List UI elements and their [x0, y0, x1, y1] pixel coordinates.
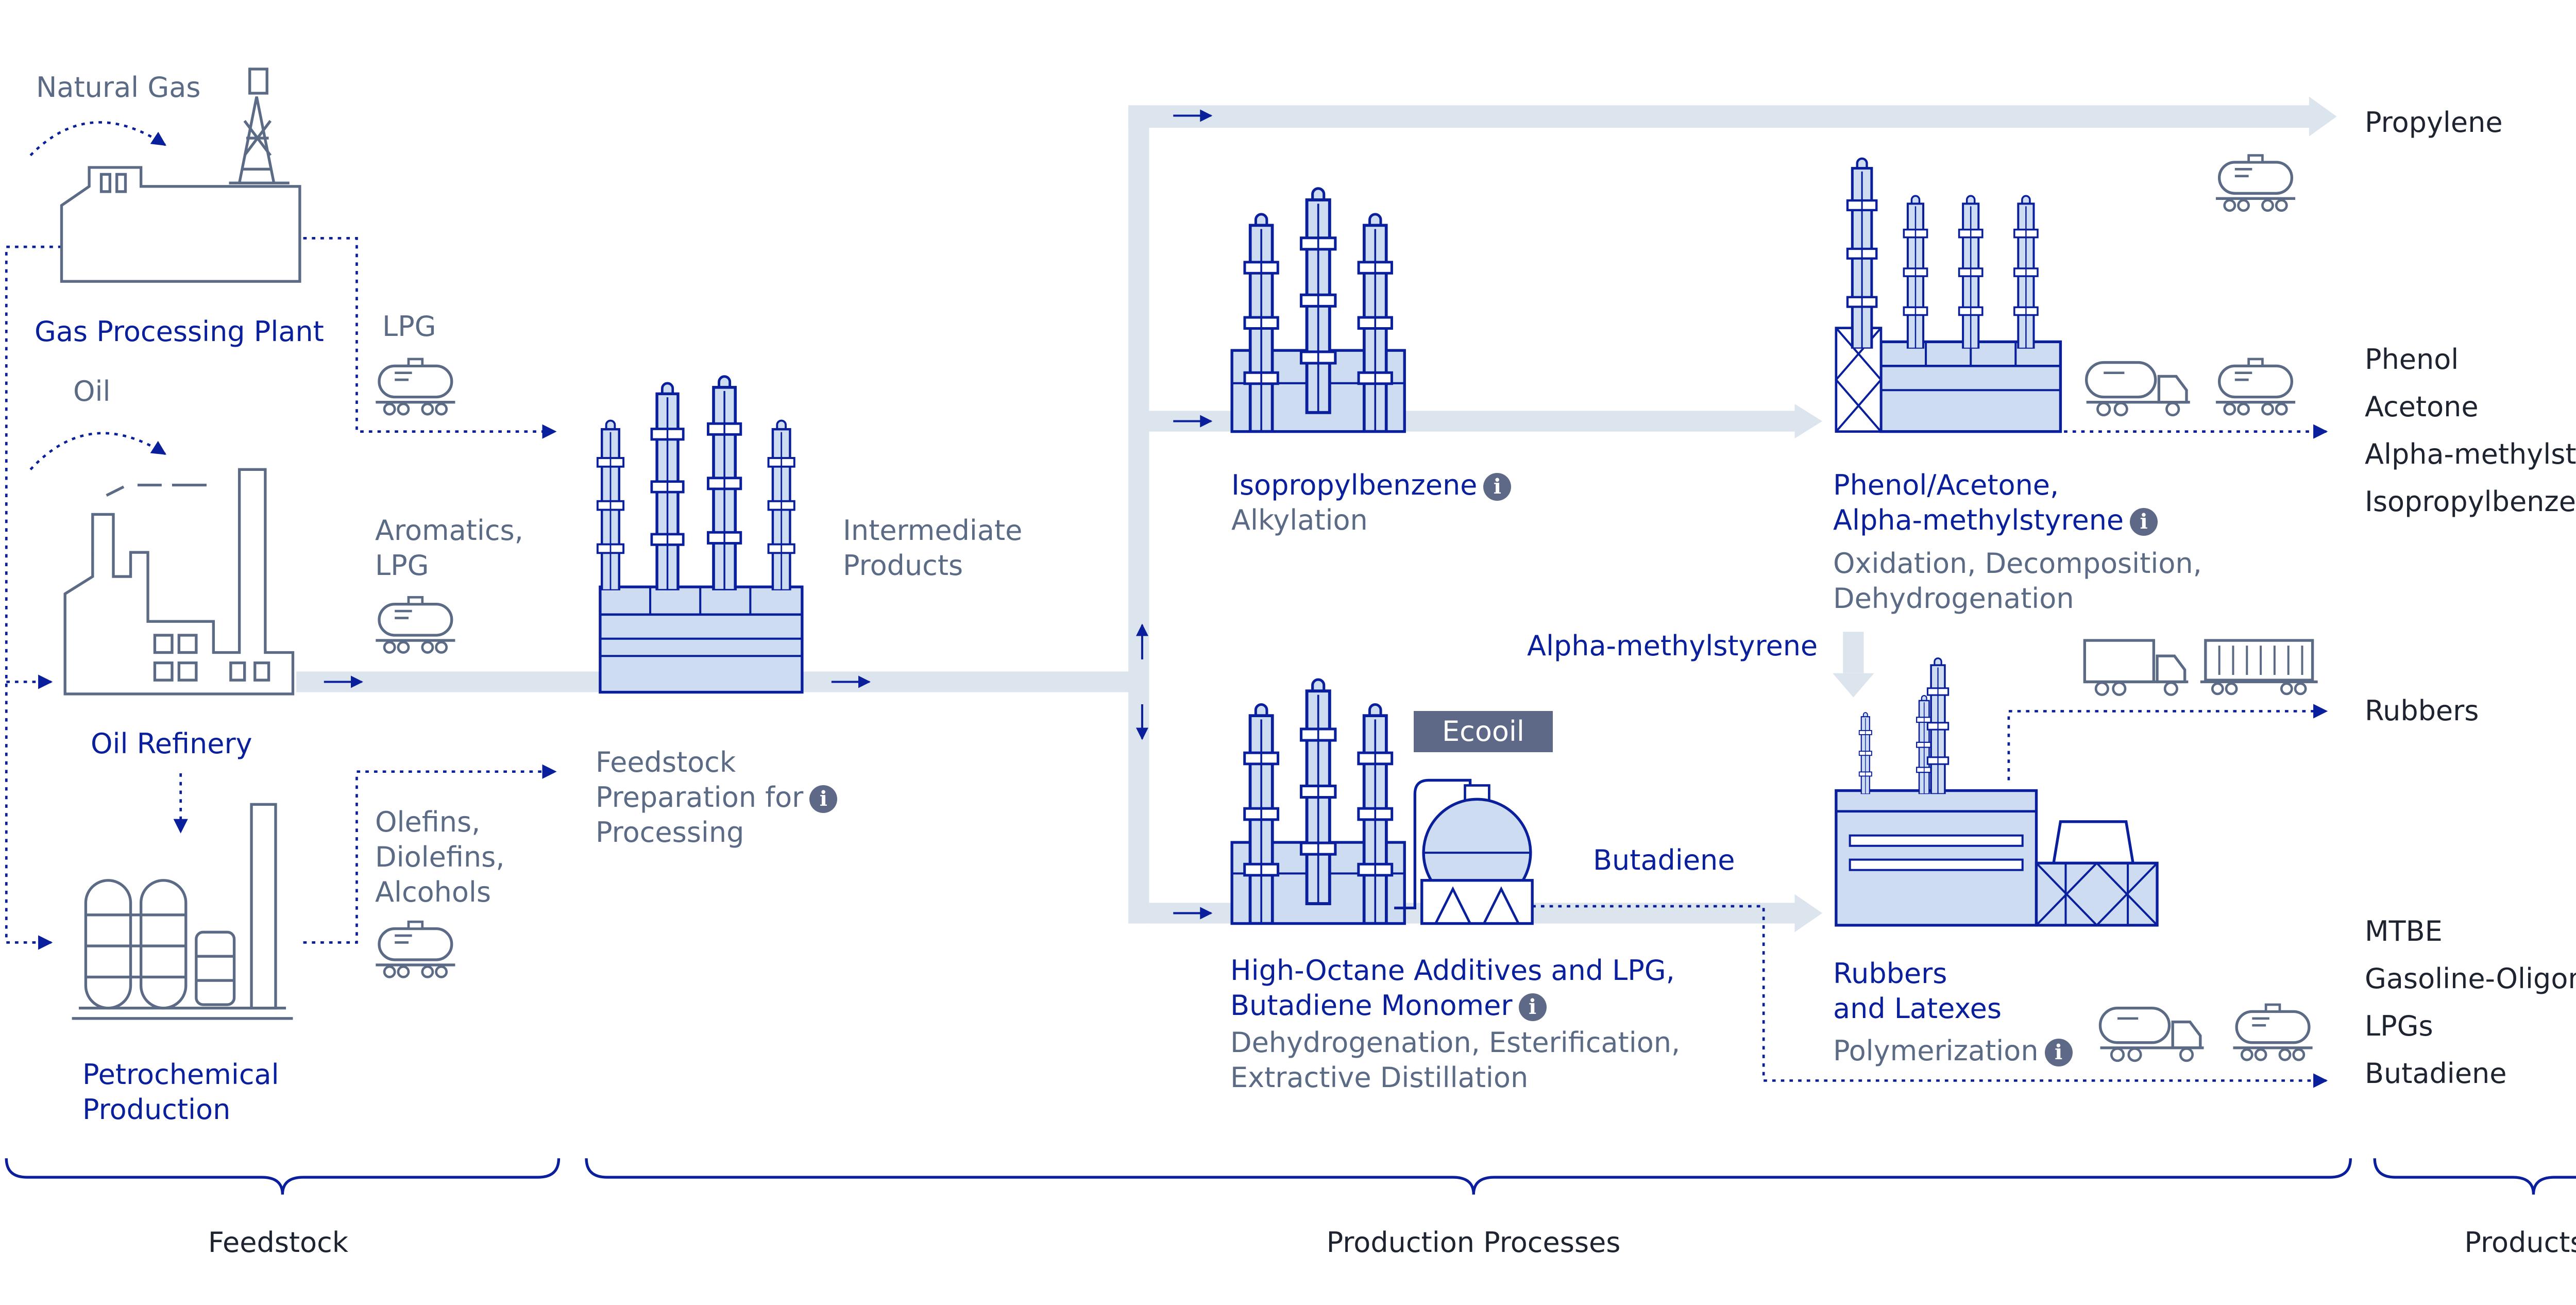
product-item: Alpha-methylstyrene: [2365, 438, 2576, 470]
product-item: Acetone: [2365, 391, 2479, 423]
feedstock-prep-label-1: Feedstock: [596, 746, 736, 778]
aromatics-label-2: LPG: [375, 549, 429, 582]
phenol-sub-2: Dehydrogenation: [1833, 582, 2074, 615]
product-item: MTBE: [2365, 915, 2443, 947]
isopropylbenzene-sub: Alkylation: [1231, 504, 1368, 536]
info-icon[interactable]: i: [2044, 1039, 2073, 1067]
olefins-label-3: Alcohols: [375, 876, 492, 908]
oil-refinery-icon: [63, 468, 295, 696]
lpg-label: LPG: [382, 310, 436, 343]
product-item: LPGs: [2365, 1010, 2433, 1042]
phenol-sub-1: Oxidation, Decomposition,: [1833, 547, 2202, 580]
petrochemical-label-1: Petrochemical: [82, 1058, 279, 1091]
tank-truck-icon: [2087, 363, 2190, 415]
high-octane-plant-icon: [1230, 680, 1472, 925]
olefins-label-1: Olefins,: [375, 806, 481, 838]
info-icon[interactable]: i: [809, 785, 838, 813]
high-octane-sub-1: Dehydrogenation, Esterification,: [1230, 1026, 1681, 1059]
natural-gas-label: Natural Gas: [36, 71, 201, 104]
ecooil-badge: Ecooil: [1414, 711, 1553, 752]
olefins-label-2: Diolefins,: [375, 841, 505, 873]
gas-processing-plant-icon: [60, 166, 301, 283]
intermediate-products-label-2: Products: [843, 549, 963, 582]
alpha-methylstyrene-flow-label: Alpha-methylstyrene: [1527, 630, 1818, 662]
petrochemical-label-2: Production: [82, 1093, 231, 1126]
product-item: Butadiene: [2365, 1057, 2507, 1090]
product-item: Gasoline-Oligomerizate: [2365, 962, 2576, 995]
info-icon[interactable]: i: [1518, 993, 1547, 1022]
tank-truck-icon: [2100, 1008, 2204, 1061]
info-icon[interactable]: i: [2130, 508, 2158, 536]
product-propylene: Propylene: [2365, 106, 2503, 139]
feedstock-preparation-plant-icon: [598, 377, 804, 694]
info-icon[interactable]: i: [1483, 473, 1512, 501]
section-feedstock: Feedstock: [208, 1226, 349, 1259]
high-octane-sub-2: Extractive Distillation: [1230, 1061, 1529, 1094]
freight-wagon-icon: [2200, 640, 2318, 694]
cooling-tower-icon: [2035, 820, 2159, 927]
phenol-plant-icon: [1835, 159, 2062, 433]
product-item: Phenol: [2365, 343, 2459, 376]
gas-derrick-icon: [229, 67, 290, 184]
rail-tank-car-icon: [2216, 359, 2295, 414]
rubbers-title-2: and Latexes: [1833, 992, 2002, 1025]
high-octane-title-1: High-Octane Additives and LPG,: [1230, 954, 1675, 987]
petrochemical-production-icon: [72, 803, 293, 1020]
section-braces: [5, 1158, 2576, 1195]
butadiene-flow-label: Butadiene: [1593, 844, 1735, 876]
product-rubbers: Rubbers: [2365, 694, 2479, 727]
gas-processing-plant-label: Gas Processing Plant: [35, 315, 324, 348]
phenol-title-1: Phenol/Acetone,: [1833, 469, 2059, 501]
rail-tank-car-icon: [376, 359, 455, 414]
feedstock-prep-label-3: Processing: [596, 816, 744, 849]
rubbers-title-1: Rubbers: [1833, 957, 1947, 990]
box-truck-icon: [2084, 640, 2188, 695]
rail-tank-car-icon: [2233, 1005, 2312, 1060]
rail-tank-car-icon: [376, 922, 455, 977]
intermediate-products-label-1: Intermediate: [843, 514, 1023, 547]
spherical-tank-icon: [1420, 784, 1534, 925]
rubbers-plant-icon: [1835, 658, 2038, 927]
dotted-connectors: [5, 121, 2328, 1088]
rail-tank-car-icon: [2216, 156, 2295, 211]
isopropylbenzene-plant-icon: [1230, 189, 1406, 433]
band-arrows: [324, 109, 1213, 920]
section-production-processes: Production Processes: [1326, 1226, 1621, 1259]
section-products: Products: [2464, 1226, 2576, 1259]
rail-tank-car-icon: [376, 597, 455, 652]
oil-refinery-label: Oil Refinery: [91, 727, 252, 760]
product-item: Isopropylbenzene: [2365, 485, 2576, 518]
aromatics-label-1: Aromatics,: [375, 514, 523, 547]
oil-label: Oil: [73, 375, 111, 408]
